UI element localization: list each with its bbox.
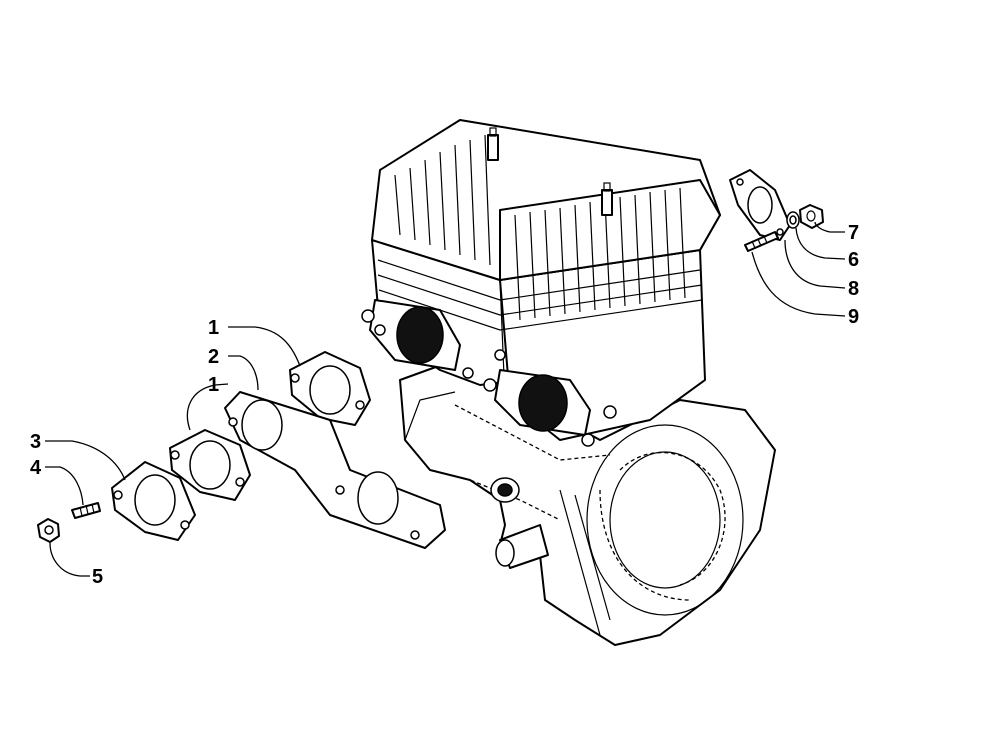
callout-1-lower: 1 xyxy=(208,374,219,396)
engine-assembly xyxy=(361,119,776,646)
nut xyxy=(37,518,60,543)
callout-3: 3 xyxy=(30,431,41,453)
leader-lines xyxy=(45,221,846,577)
crankcase xyxy=(399,359,776,646)
spark-plug-1 xyxy=(487,134,499,161)
washer xyxy=(786,211,800,229)
cylinder-head xyxy=(371,119,721,321)
callout-6: 6 xyxy=(848,249,859,271)
manifold-plate xyxy=(224,391,446,549)
cooling-fins xyxy=(394,134,686,321)
flange xyxy=(111,461,196,541)
nut-right xyxy=(799,204,824,229)
callout-9: 9 xyxy=(848,306,859,328)
callout-4: 4 xyxy=(30,457,42,479)
callout-1-upper: 1 xyxy=(208,317,219,339)
engine-exhaust-ports xyxy=(361,299,617,447)
stud xyxy=(71,502,101,519)
callout-7: 7 xyxy=(848,222,859,244)
cover-plate xyxy=(729,169,791,241)
gasket-lower xyxy=(169,429,251,501)
gasket-upper xyxy=(289,351,371,426)
callouts: 1 2 1 3 4 5 7 6 8 9 xyxy=(30,222,859,588)
stud-right xyxy=(744,231,779,252)
callout-5: 5 xyxy=(92,566,103,588)
callout-8: 8 xyxy=(848,278,859,300)
callout-2: 2 xyxy=(208,346,219,368)
spark-plug-2 xyxy=(601,189,613,216)
